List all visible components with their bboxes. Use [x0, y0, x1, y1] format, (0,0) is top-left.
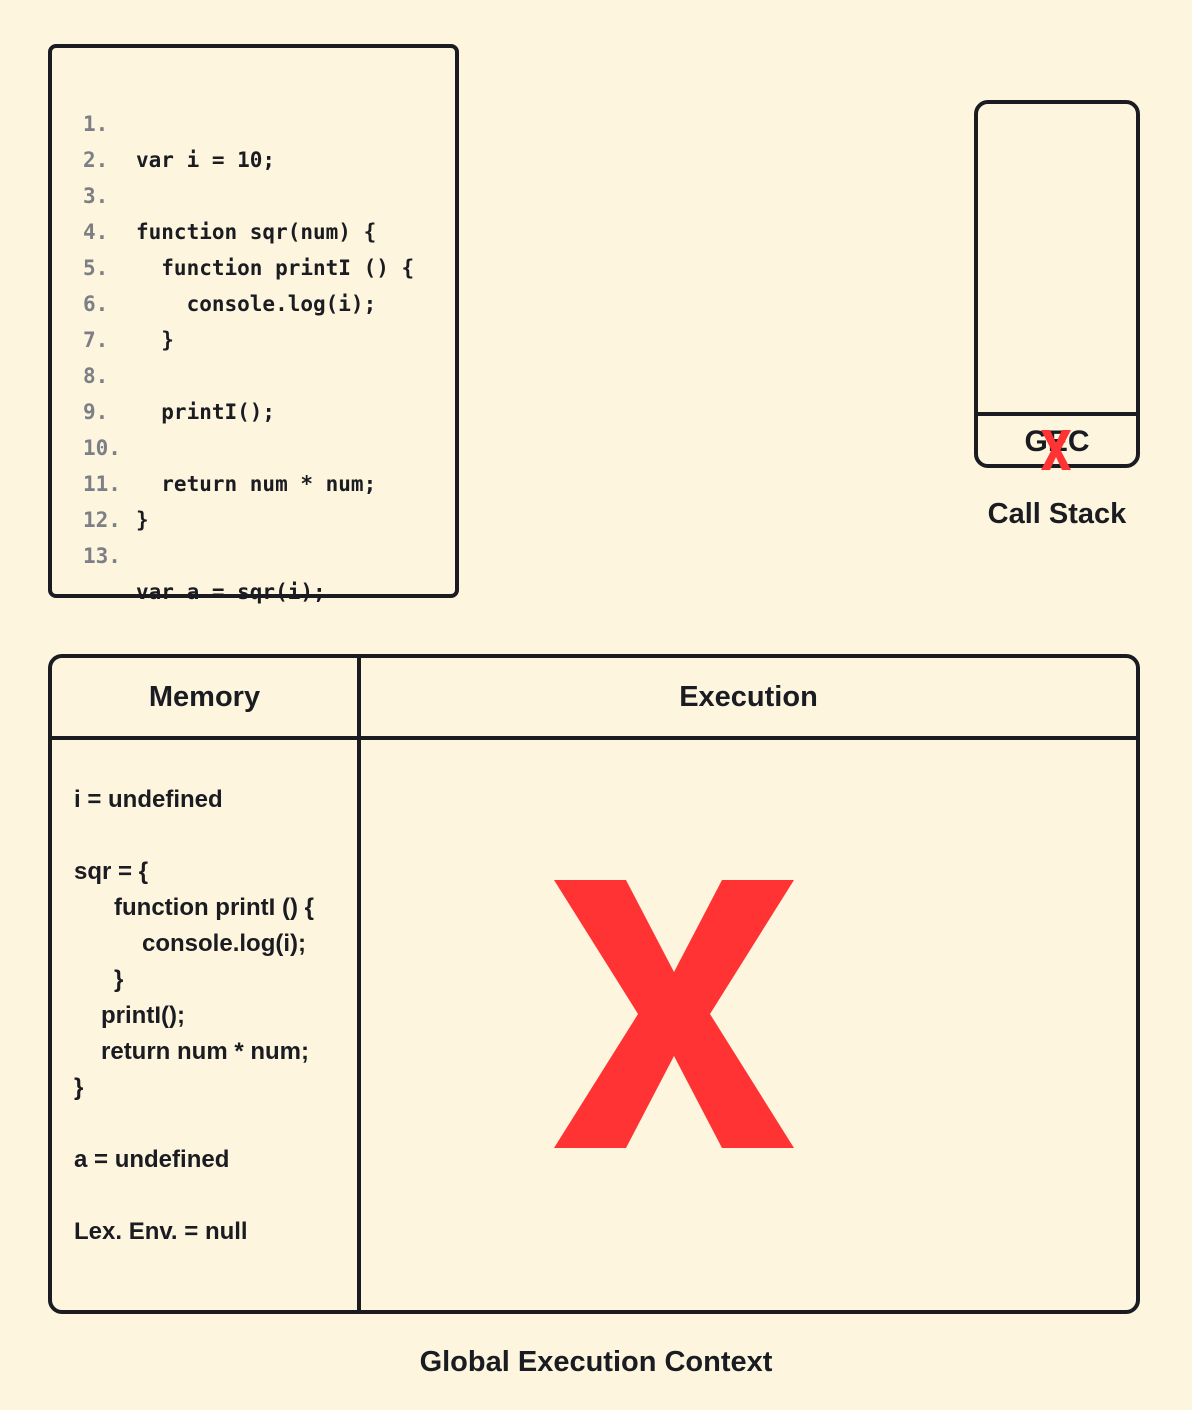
memory-entry: a = undefined — [74, 1146, 230, 1173]
code-line: 12. — [52, 466, 121, 532]
line-code: } — [136, 508, 149, 532]
stack-divider — [978, 412, 1136, 416]
code-line: 1. var i = 10; — [52, 70, 275, 172]
x-mark-shape — [554, 880, 794, 1148]
code-line: 2. — [52, 106, 108, 172]
cleared-x-icon — [554, 880, 794, 1148]
line-code: printI(); — [136, 400, 276, 424]
code-line: 9. — [52, 358, 108, 424]
memory-entry: return num * num; — [101, 1038, 309, 1065]
line-code: function sqr(num) { — [136, 220, 377, 244]
line-code: function printI () { — [136, 256, 415, 280]
line-number: 8. — [83, 364, 109, 388]
memory-header: Memory — [148, 681, 261, 713]
stack-frame-gec: GEC — [978, 416, 1136, 470]
line-number: 2. — [83, 148, 109, 172]
line-number: 12. — [83, 508, 121, 532]
line-code: } — [136, 328, 174, 352]
code-line: 8. printI(); — [52, 322, 275, 424]
x-mark-shape — [1041, 430, 1071, 470]
line-number: 3. — [83, 184, 109, 208]
line-number: 4. — [83, 220, 109, 244]
memory-entry: console.log(i); — [142, 930, 306, 957]
line-number: 11. — [83, 472, 121, 496]
code-panel: 1. var i = 10; 2. 3. function sqr(num) {… — [48, 44, 459, 604]
code-line: 11. } — [52, 430, 149, 532]
line-number: 9. — [83, 400, 109, 424]
line-number: 7. — [83, 328, 109, 352]
memory-entry: i = undefined — [74, 786, 223, 813]
code-line: 7. — [52, 286, 108, 352]
memory-entry: } — [74, 1074, 84, 1101]
call-stack: GEC — [974, 100, 1140, 470]
code-line: 10. return num * num; — [52, 394, 376, 496]
execution-header: Execution — [679, 681, 818, 713]
code-line: 4. function printI () { — [52, 178, 414, 280]
memory-entry: sqr = { — [74, 858, 149, 885]
removed-x-icon — [1041, 430, 1071, 470]
line-code: var a = sqr(i); — [136, 580, 326, 604]
code-line: 3. function sqr(num) { — [52, 142, 376, 244]
memory-entry: Lex. Env. = null — [74, 1218, 248, 1245]
line-number: 1. — [83, 112, 109, 136]
line-code: var i = 10; — [136, 148, 276, 172]
column-divider — [357, 658, 361, 1310]
line-number: 10. — [83, 436, 121, 460]
global-execution-context: Memory Execution i = undefined sqr = { f… — [48, 654, 1140, 1314]
line-code: return num * num; — [136, 472, 377, 496]
line-code: console.log(i); — [136, 292, 377, 316]
call-stack-label: Call Stack — [987, 498, 1127, 530]
code-line: 5. console.log(i); — [52, 214, 376, 316]
gec-label: Global Execution Context — [419, 1346, 773, 1378]
line-number: 5. — [83, 256, 109, 280]
header-divider — [52, 736, 1136, 740]
memory-entry: } — [114, 966, 124, 993]
code-line: 6. } — [52, 250, 174, 352]
line-number: 13. — [83, 544, 121, 568]
memory-entry: printI(); — [101, 1002, 185, 1029]
memory-entry: function printI () { — [114, 894, 314, 921]
line-number: 6. — [83, 292, 109, 316]
code-line: 13. var a = sqr(i); — [52, 502, 326, 604]
